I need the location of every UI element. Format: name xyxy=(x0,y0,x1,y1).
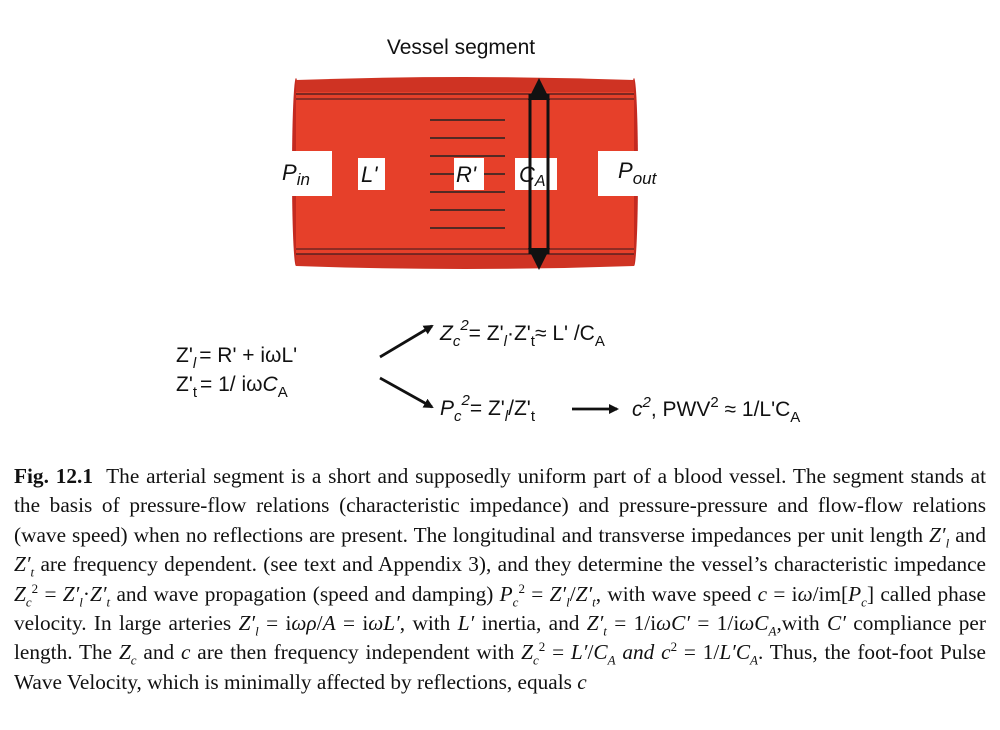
eq-pwv: c2, PWV2 ≈ 1/L'CA xyxy=(632,394,800,426)
eq-pc: Pc2= Z'l/Z't xyxy=(440,392,536,425)
inductance-box xyxy=(358,158,385,190)
eq-zt: Z't= 1/ iωCA xyxy=(176,373,288,401)
figure-label: Fig. 12.1 xyxy=(14,464,93,488)
label-p-out: Pout xyxy=(618,158,658,188)
label-l-prime: L' xyxy=(361,162,378,187)
arrow-to-pc xyxy=(379,376,434,409)
label-c-a: CA xyxy=(519,162,546,190)
inlet-box xyxy=(245,151,332,196)
eq-zl: Z'l= R' + iωL' xyxy=(176,344,297,372)
figure-title: Vessel segment xyxy=(387,36,535,59)
label-p-in: Pin xyxy=(282,160,310,189)
arrow-to-zc xyxy=(379,324,434,359)
label-r-prime: R' xyxy=(456,162,477,187)
vessel-segment-figure: Vessel segment Pin L' R' CA P xyxy=(176,36,800,426)
eq-zc: Zc2= Z'l·Z't≈ L' /CA xyxy=(439,317,605,350)
compliance-box xyxy=(515,158,557,190)
vessel-body xyxy=(292,77,638,269)
figure-caption: Fig. 12.1 The arterial segment is a shor… xyxy=(14,464,987,694)
outlet-box xyxy=(598,151,685,196)
resistance-box xyxy=(454,158,484,190)
compliance-arrows xyxy=(528,78,550,270)
